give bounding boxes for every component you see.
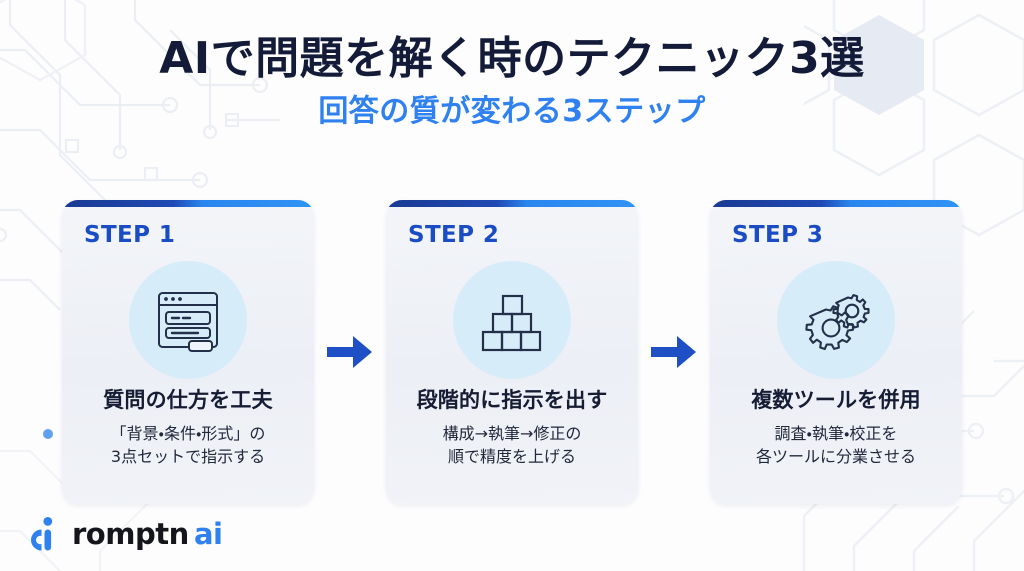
arrow-right-icon [651, 336, 696, 368]
page-title: AIで問題を解く時のテクニック3選 [159, 33, 865, 84]
step-desc-line: 各ツールに分業させる [755, 447, 916, 467]
step-heading-3: 複数ツールを併用 [751, 388, 921, 412]
card-accent-bar [386, 200, 638, 207]
connector-arrow-1 [323, 329, 377, 375]
step-icon-wrap-1 [62, 258, 314, 382]
icon-circle [777, 261, 895, 379]
page-subtitle: 回答の質が変わる3ステップ [318, 94, 706, 130]
step-desc-line: 順で精度を上げる [447, 447, 576, 467]
step-desc-1: 「背景・条件・形式」の 3点セットで指示する [72, 422, 304, 468]
step-heading-2: 段階的に指示を出す [416, 388, 608, 412]
step-desc-line: 構成→執筆→修正の [442, 424, 582, 444]
connector-arrow-2 [647, 329, 701, 375]
step-card-1[interactable]: STEP 1 [62, 200, 314, 504]
steps-row: STEP 1 [62, 198, 962, 506]
step-icon-wrap-3 [710, 258, 962, 382]
card-accent-bar [62, 200, 314, 207]
step-label-3: STEP 3 [732, 222, 824, 248]
step-icon-wrap-2 [386, 258, 638, 382]
step-desc-3: 調査・執筆・校正を 各ツールに分業させる [720, 422, 952, 468]
step-desc-line: 3点セットで指示する [110, 447, 266, 467]
romptn-a-mark-icon [30, 517, 53, 551]
step-desc-2: 構成→執筆→修正の 順で精度を上げる [396, 422, 628, 468]
arrow-right-icon [327, 336, 372, 368]
stacked-blocks-icon [481, 294, 542, 352]
header: AIで問題を解く時のテクニック3選 回答の質が変わる3ステップ [0, 34, 1024, 130]
step-text-1: 質問の仕方を工夫 「背景・条件・形式」の 3点セットで指示する [72, 388, 304, 469]
step-heading-1: 質問の仕方を工夫 [103, 388, 273, 412]
gears-icon [805, 294, 870, 351]
step-text-3: 複数ツールを併用 調査・執筆・校正を 各ツールに分業させる [720, 388, 952, 469]
card-accent-bar [710, 200, 962, 207]
brand-name-primary: romptn [72, 516, 189, 551]
step-desc-line: 調査・執筆・校正を [774, 424, 898, 444]
browser-form-icon [158, 292, 218, 352]
icon-circle [129, 261, 247, 379]
step-card-3[interactable]: STEP 3 複数ツールを併用 [710, 200, 962, 504]
step-label-1: STEP 1 [84, 222, 176, 248]
brand-name-accent: ai [193, 516, 223, 551]
icon-circle [453, 261, 571, 379]
step-card-2[interactable]: STEP 2 段階的に指示を出 [386, 200, 638, 504]
step-label-2: STEP 2 [408, 222, 500, 248]
step-text-2: 段階的に指示を出す 構成→執筆→修正の 順で精度を上げる [396, 388, 628, 469]
step-desc-line: 「背景・条件・形式」の [110, 424, 266, 444]
